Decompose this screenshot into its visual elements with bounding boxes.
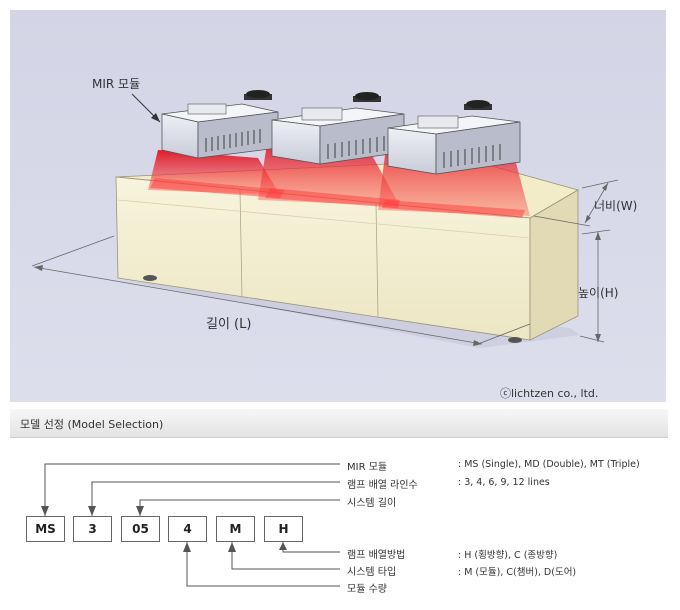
height-label: 높이(H) [578, 286, 618, 300]
uv-spot-1 [150, 178, 285, 198]
table-side [529, 189, 579, 341]
product-illustration: MIR 모듈 너비(W) 높이(H) 길이 (L) ⓒlichtzen co.,… [10, 10, 666, 402]
code-box-lamp-arrangement: H [264, 516, 303, 542]
field-desc-lamp-arrangement: : H (횡방향), C (종방향) [458, 550, 558, 561]
length-dimension [31, 235, 531, 345]
panel-divider-2 [375, 202, 379, 318]
code-box-lamp-lines: 3 [73, 516, 112, 542]
panel-divider-1 [239, 189, 243, 298]
copyright-text: ⓒlichtzen co., ltd. [500, 387, 598, 400]
model-code-connectors [41, 463, 340, 587]
height-arrow-bottom [595, 334, 601, 342]
code-box-module-quantity: 4 [168, 516, 207, 542]
mir-leader-arrowhead [151, 113, 160, 122]
mir-module-2 [271, 92, 405, 165]
code-box-module-type: MS [26, 516, 65, 542]
table-foot-right [508, 337, 522, 343]
code-box-system-type: M [216, 516, 255, 542]
code-box-system-length: 05 [121, 516, 160, 542]
field-desc-system-type: : M (모듈), C(챔버), D(도어) [458, 567, 577, 578]
field-label-lamp-arrangement: 램프 배열방법 [347, 550, 406, 561]
field-label-system-type: 시스템 타입 [347, 567, 397, 578]
table-foot-left [143, 275, 157, 281]
uv-spot-2 [265, 188, 400, 208]
mir-module-1 [161, 90, 279, 159]
field-desc-mir-module: : MS (Single), MD (Double), MT (Triple) [458, 459, 640, 470]
section-title: 모델 선정 (Model Selection) [20, 418, 164, 431]
mir-module-3 [387, 100, 521, 175]
field-label-lamp-lines: 램프 배열 라인수 [347, 480, 418, 491]
field-desc-lamp-lines: : 3, 4, 6, 9, 12 lines [458, 477, 550, 488]
length-arrow-left [34, 265, 43, 271]
table-shadow [120, 280, 580, 348]
front-top-rail [117, 199, 531, 239]
field-label-module-quantity: 모듈 수량 [347, 584, 387, 595]
conveyor-system-drawing: MIR 모듈 너비(W) 높이(H) 길이 (L) ⓒlichtzen co.,… [10, 10, 666, 402]
width-arrow-bottom [585, 215, 591, 223]
width-arrow-top [602, 183, 608, 191]
width-dimension [533, 179, 619, 227]
length-label: 길이 (L) [206, 317, 251, 332]
uv-spot-3 [382, 200, 525, 218]
section-header: 모델 선정 (Model Selection) [10, 409, 668, 438]
height-arrow-top [595, 232, 601, 240]
mir-module-label: MIR 모듈 [92, 77, 140, 91]
width-label: 너비(W) [594, 199, 637, 213]
length-arrow-right [473, 340, 482, 346]
height-dimension [579, 229, 611, 343]
field-label-mir-module: MIR 모듈 [347, 462, 388, 473]
field-label-system-length: 시스템 길이 [347, 498, 397, 509]
